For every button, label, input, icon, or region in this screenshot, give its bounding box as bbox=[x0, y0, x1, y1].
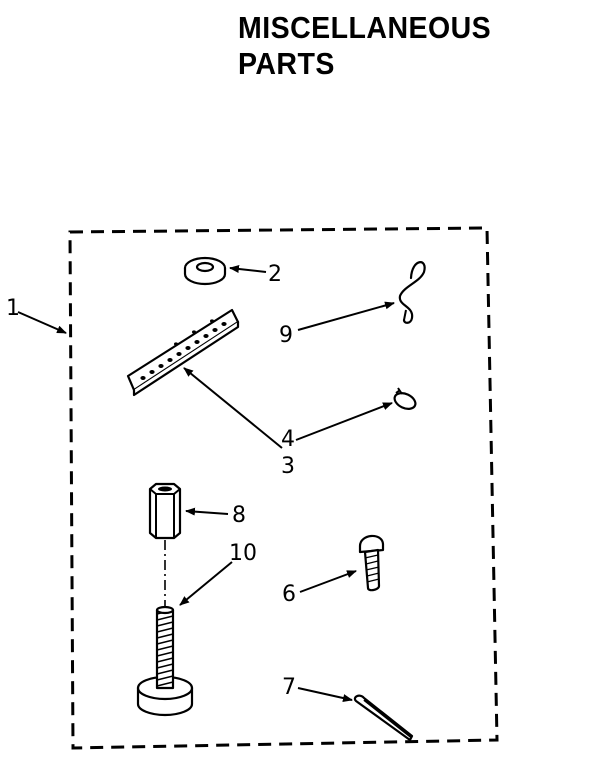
washer-part bbox=[183, 256, 227, 286]
clip-part bbox=[393, 387, 417, 410]
callout-6: 6 bbox=[282, 582, 296, 607]
leader-10 bbox=[179, 561, 233, 606]
callout-9: 9 bbox=[279, 323, 293, 348]
page-title: MISCELLANEOUS PARTS bbox=[238, 10, 492, 81]
hook-part bbox=[398, 261, 426, 324]
leader-8 bbox=[185, 507, 229, 516]
screw-part bbox=[358, 534, 385, 592]
leader-7 bbox=[297, 687, 353, 702]
callout-7: 7 bbox=[282, 675, 296, 700]
callout-1: 1 bbox=[6, 296, 20, 321]
leader-1 bbox=[17, 311, 67, 334]
callout-10: 10 bbox=[229, 541, 257, 566]
leader-6 bbox=[299, 570, 357, 593]
coupling-nut-part bbox=[148, 482, 182, 540]
leader-2 bbox=[229, 265, 267, 273]
callout-4: 4 bbox=[281, 427, 295, 452]
leader-3 bbox=[183, 367, 283, 449]
pin-part bbox=[353, 694, 414, 742]
leveling-leg-part bbox=[136, 605, 194, 717]
strap-part bbox=[126, 308, 240, 397]
callout-8: 8 bbox=[232, 503, 246, 528]
kit-boundary bbox=[68, 226, 499, 750]
leader-4 bbox=[295, 402, 393, 441]
leader-9 bbox=[297, 301, 395, 331]
callout-2: 2 bbox=[268, 262, 282, 287]
callout-3: 3 bbox=[281, 454, 295, 479]
